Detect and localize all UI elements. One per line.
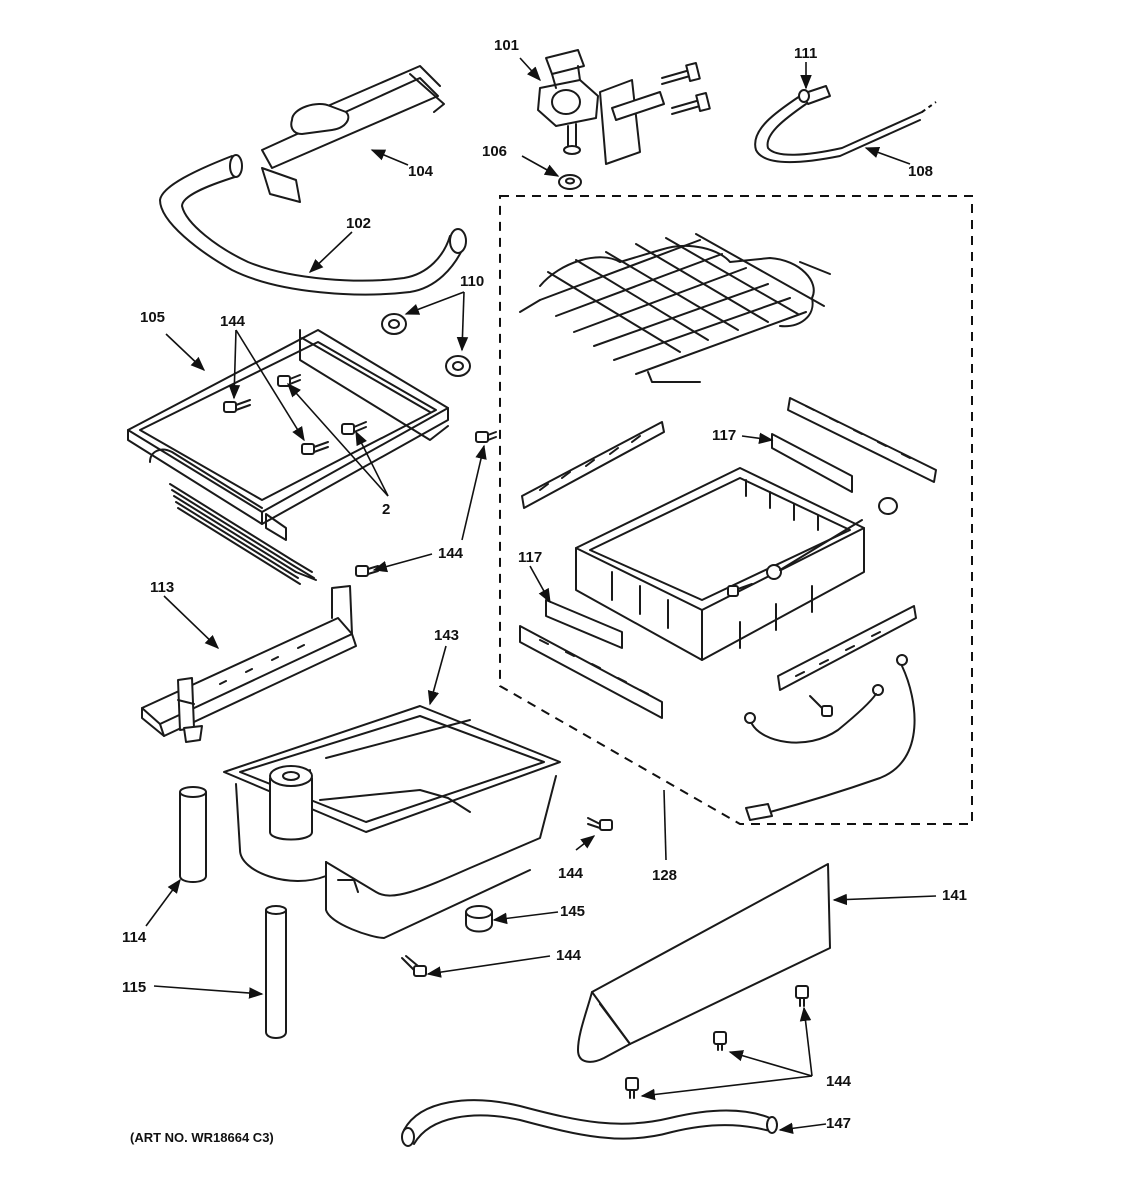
- hose-147: [401, 1099, 778, 1147]
- screw-144-d: [355, 565, 379, 577]
- kit-boundary-128: [499, 195, 973, 825]
- ice-tray-frame: [575, 467, 865, 661]
- callout-102: 102: [346, 215, 371, 232]
- bracket-rail-lower-left: [519, 625, 663, 719]
- callout-115: 115: [122, 979, 146, 996]
- callout-141: 141: [942, 887, 967, 904]
- kit-grommet: [878, 497, 898, 515]
- callout-2: 2: [382, 501, 390, 518]
- grommet-110-b: [445, 355, 471, 377]
- callout-144-right: 144: [558, 865, 584, 882]
- valve-screw-upper: [661, 62, 701, 85]
- screw-144-deflector-1: [795, 985, 809, 1007]
- screw-144-a: [223, 399, 251, 413]
- grommet-110-a: [381, 313, 407, 335]
- screw-144-deflector-3: [625, 1077, 639, 1099]
- callout-143: 143: [434, 627, 459, 644]
- water-valve-101: [537, 49, 665, 165]
- kit-screw-1: [727, 583, 753, 597]
- tube-114: [179, 786, 207, 883]
- callout-144-mid: 144: [438, 545, 464, 562]
- art-number: (ART NO. WR18664 C3): [130, 1130, 274, 1145]
- screw-144-deflector-2: [713, 1031, 727, 1051]
- nut-106: [558, 174, 582, 190]
- callout-113: 113: [150, 579, 174, 596]
- wire-harness: [744, 654, 916, 821]
- screw-144-bin-right: [587, 817, 613, 831]
- valve-screw-lower: [671, 92, 711, 115]
- water-line-108: [754, 85, 937, 163]
- callout-111: 111: [794, 45, 817, 62]
- callout-128: 128: [652, 867, 677, 884]
- foot-145: [465, 905, 493, 933]
- callout-117-bottom: 117: [518, 549, 542, 566]
- callout-145: 145: [560, 903, 585, 920]
- tube-115: [265, 905, 287, 1039]
- fill-tube-102: [159, 154, 467, 296]
- callout-144-top: 144: [220, 313, 246, 330]
- ejector-104: [261, 65, 445, 203]
- screw-144-b: [301, 441, 329, 455]
- callout-108: 108: [908, 163, 933, 180]
- callout-110: 110: [460, 273, 484, 290]
- callout-114: 114: [122, 929, 147, 946]
- screw-144-bin-bottom: [401, 955, 427, 977]
- insulator-117-bottom: [545, 599, 623, 649]
- ice-bin-143: [223, 705, 561, 939]
- bracket-113: [141, 585, 357, 743]
- callout-106: 106: [482, 143, 507, 160]
- heater-grid: [519, 233, 831, 383]
- screw-2-b: [341, 421, 367, 435]
- mold-heater-assembly-105: [127, 329, 449, 585]
- kit-screw-2: [766, 519, 863, 580]
- callout-105: 105: [140, 309, 165, 326]
- callout-147: 147: [826, 1115, 851, 1132]
- callout-144-bin: 144: [556, 947, 582, 964]
- callout-117-top: 117: [712, 427, 736, 444]
- screw-2-a: [277, 374, 301, 387]
- leader-lines: [145, 57, 937, 1135]
- callout-144-bottom: 144: [826, 1073, 852, 1090]
- bracket-rail-upper-right: [787, 397, 937, 483]
- bracket-rail-lower-right: [777, 605, 917, 691]
- screw-144-c: [475, 431, 497, 443]
- deflector-141: [577, 863, 831, 1063]
- callout-104: 104: [408, 163, 434, 180]
- callout-101: 101: [494, 37, 519, 54]
- insulator-117-top: [771, 433, 853, 493]
- kit-screw-3: [809, 695, 833, 717]
- bracket-rail-upper-left: [521, 421, 665, 509]
